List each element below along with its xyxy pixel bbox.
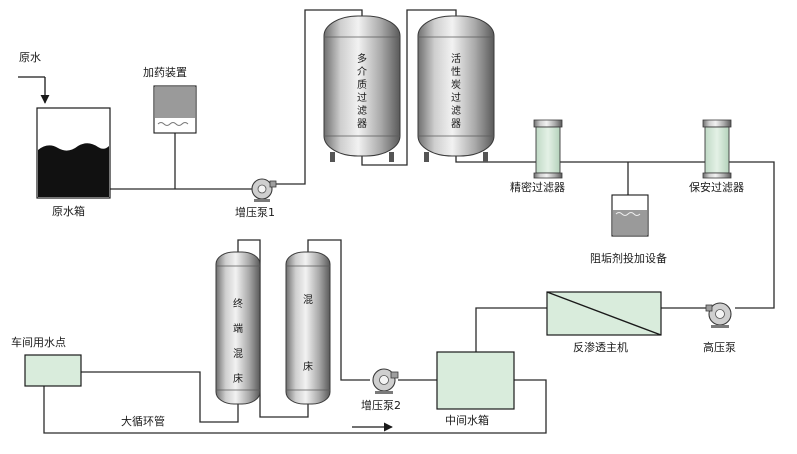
workshop-water-point (24, 354, 82, 387)
carbon-filter-label-5: 滤 (451, 104, 461, 117)
intermediate-tank-label: 中间水箱 (445, 413, 489, 427)
ro-unit-label: 反渗透主机 (573, 340, 628, 354)
activated-carbon-filter: 活 性 炭 过 滤 器 (417, 15, 495, 162)
mixed-bed: 混 床 (285, 251, 331, 405)
high-pressure-pump-label: 高压泵 (703, 340, 736, 354)
multimedia-filter: 多 介 质 过 滤 器 (323, 15, 401, 162)
raw-water-tank (36, 107, 111, 199)
dosing-device (153, 85, 197, 134)
main-loop-label: 大循环管 (121, 414, 165, 428)
multimedia-filter-label-4: 过 (357, 91, 367, 104)
multimedia-filter-label-6: 器 (357, 118, 367, 130)
antiscalant-device-label: 阻垢剂投加设备 (590, 251, 667, 265)
carbon-filter-label-4: 过 (451, 91, 461, 104)
booster-pump-1-label: 增压泵1 (235, 205, 275, 219)
flow-arrows (18, 76, 393, 432)
carbon-filter-label-3: 炭 (451, 79, 461, 91)
intermediate-tank (436, 351, 515, 410)
polishing-mixed-bed: 终 端 混 床 (215, 251, 261, 405)
carbon-filter-label-2: 性 (451, 65, 461, 78)
polishing-bed-label-3: 混 (233, 348, 243, 360)
security-filter (702, 119, 732, 179)
carbon-filter-label-6: 器 (451, 118, 461, 130)
multimedia-filter-label-2: 介 (357, 66, 367, 78)
raw-water-label: 原水 (19, 51, 41, 64)
polishing-bed-label-4: 床 (233, 372, 243, 385)
dosing-device-label: 加药装置 (143, 66, 187, 79)
precision-filter-label: 精密过滤器 (510, 180, 565, 194)
labels: 原水 原水箱 加药装置 增压泵1 精密过滤器 保安过滤器 阻垢剂投加设备 高压泵… (11, 51, 744, 428)
precision-filter (533, 119, 563, 179)
raw-water-tank-label: 原水箱 (52, 204, 85, 218)
high-pressure-pump-icon (705, 302, 732, 328)
booster-pump-1-icon (251, 178, 277, 202)
booster-pump-2-label: 增压泵2 (361, 398, 401, 412)
antiscalant-dosing-device (611, 194, 649, 237)
booster-pump-2-icon (372, 368, 399, 394)
multimedia-filter-label-5: 滤 (357, 104, 367, 117)
ro-unit (546, 291, 662, 336)
security-filter-label: 保安过滤器 (689, 180, 744, 194)
mixed-bed-label-2: 床 (303, 360, 313, 373)
multimedia-filter-label-3: 质 (357, 79, 367, 91)
mixed-bed-label-1: 混 (303, 294, 313, 306)
workshop-point-label: 车间用水点 (11, 335, 66, 349)
carbon-filter-label-1: 活 (451, 53, 461, 65)
polishing-bed-label-1: 终 (233, 297, 243, 310)
polishing-bed-label-2: 端 (233, 322, 243, 335)
multimedia-filter-label-1: 多 (357, 52, 367, 65)
